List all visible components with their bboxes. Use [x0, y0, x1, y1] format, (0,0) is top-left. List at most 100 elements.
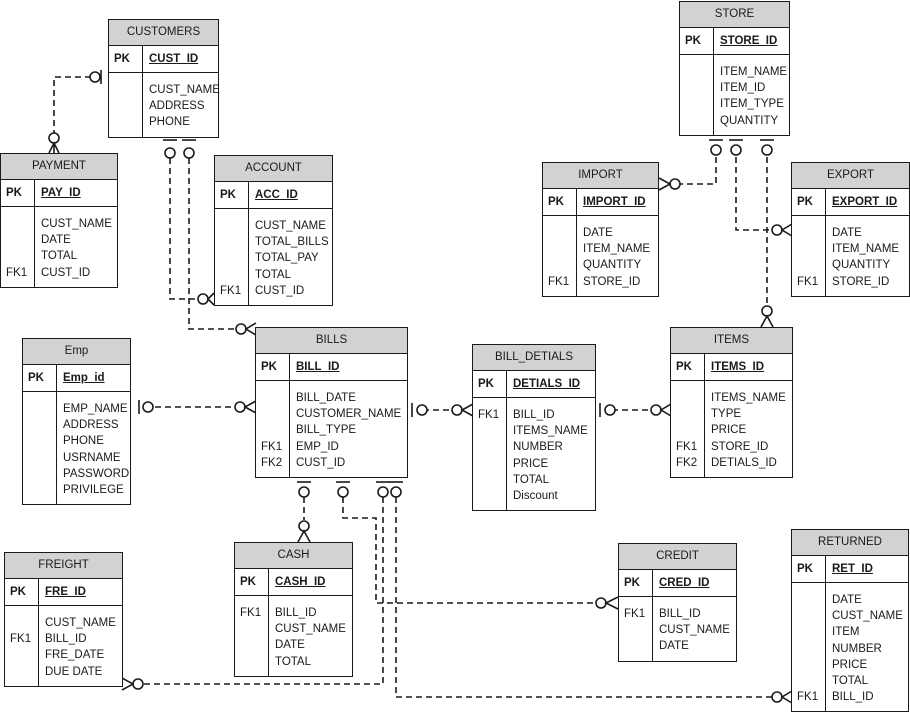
fk-marker [797, 673, 825, 689]
fk-marker: FK2 [261, 456, 283, 469]
fk-marker: FK1 [797, 691, 819, 704]
field: DATE [659, 640, 689, 653]
entity-title: IMPORT [543, 163, 658, 189]
fk-column: FK1 [235, 596, 269, 676]
fk-marker [28, 482, 56, 498]
rel-store-import [680, 157, 717, 185]
pk-label: PK [23, 365, 57, 391]
field: TOTAL [255, 268, 291, 281]
field: TYPE [711, 408, 742, 421]
fk-marker [10, 664, 38, 680]
field: DATE [41, 234, 71, 247]
fk-marker [28, 466, 56, 482]
pk-label: PK [215, 182, 249, 208]
field: PRICE [711, 424, 747, 437]
field: PRIVILEGE [63, 483, 124, 496]
field: CUST_ID [41, 266, 91, 279]
fk-marker [240, 637, 268, 653]
rel-customers-bills [188, 158, 236, 330]
fk-marker: FK1 [624, 608, 646, 620]
fk-marker [478, 423, 506, 439]
primary-key: PAY_ID [41, 187, 81, 199]
fk-marker [685, 96, 713, 112]
field: CUST_NAME [149, 84, 220, 96]
entity-title: ACCOUNT [215, 156, 332, 182]
fk-marker [240, 654, 268, 670]
rel-bills-returned [395, 497, 772, 698]
fk-column: FK1 [473, 398, 507, 511]
primary-key-row: PK CUST_ID [109, 46, 218, 73]
entity-title: PAYMENT [1, 154, 117, 180]
fk-marker [797, 657, 825, 673]
field: Discount [513, 489, 558, 502]
field: TOTAL [41, 250, 77, 263]
pk-label: PK [473, 371, 507, 397]
field: PRICE [513, 457, 549, 470]
rel-bills-freight [143, 497, 384, 685]
pk-label: PK [109, 46, 143, 72]
primary-key: CUST_ID [149, 53, 199, 65]
fk-marker [6, 248, 34, 264]
primary-key: CRED_ID [659, 577, 710, 589]
fk-marker [220, 250, 248, 266]
field: QUANTITY [583, 259, 642, 272]
field: PHONE [63, 435, 104, 448]
fk-marker [478, 456, 506, 472]
field: ITEM_NAME [720, 66, 788, 78]
fk-marker [261, 422, 289, 438]
pk-label: PK [792, 189, 826, 215]
field: TOTAL_PAY [255, 252, 319, 265]
fk-column [23, 392, 57, 505]
fk-marker [10, 615, 38, 631]
fk-marker [797, 624, 825, 640]
entity-title: CASH [235, 543, 352, 569]
fk-marker [220, 267, 248, 283]
fk-marker [114, 114, 142, 130]
field: QUANTITY [832, 259, 891, 272]
primary-key: EXPORT_ID [832, 196, 898, 208]
fk-marker [28, 417, 56, 433]
fk-marker: FK1 [6, 266, 28, 279]
field: TOTAL [513, 473, 549, 486]
primary-key: RET_ID [832, 563, 873, 575]
fk-marker [261, 406, 289, 422]
fk-marker [240, 621, 268, 637]
primary-key: BILL_ID [296, 361, 340, 373]
primary-key: FRE_ID [45, 586, 86, 598]
entity-title: EXPORT [792, 163, 909, 189]
field: TOTAL_BILLS [255, 236, 329, 249]
